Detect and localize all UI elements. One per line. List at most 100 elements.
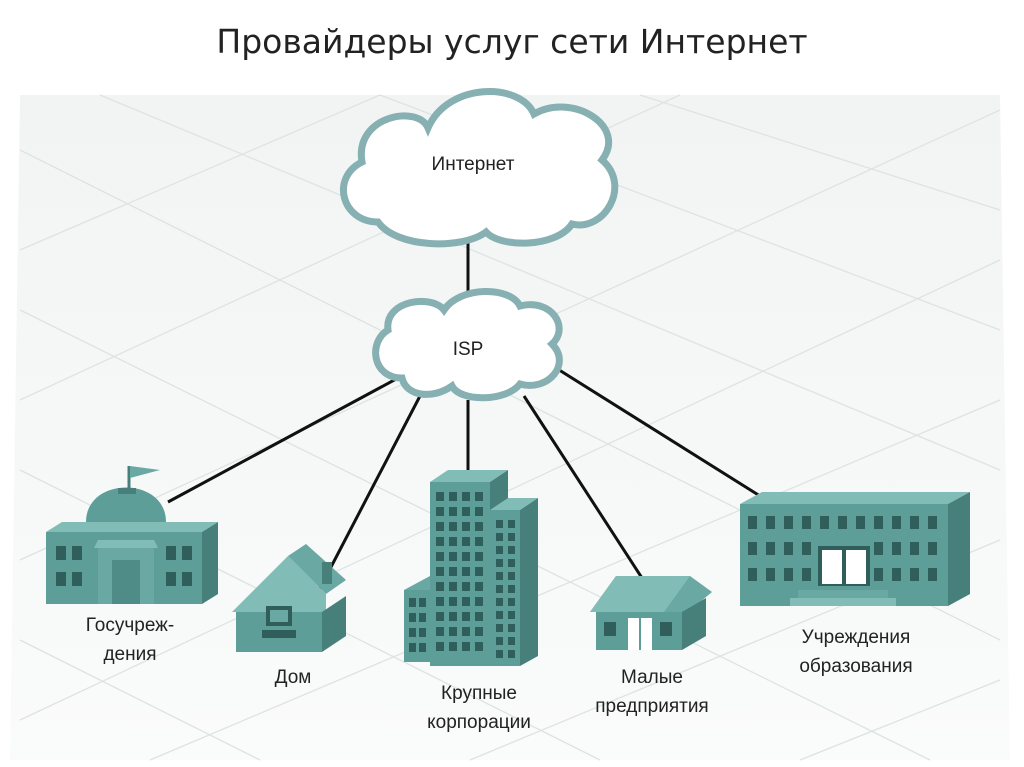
window xyxy=(496,650,503,658)
window xyxy=(748,568,757,581)
window xyxy=(856,516,865,529)
window xyxy=(449,507,457,516)
internet-cloud-label: Интернет xyxy=(431,154,515,175)
window xyxy=(910,568,919,581)
window xyxy=(409,643,416,652)
government-label: Госучреж- дения xyxy=(60,612,200,669)
window xyxy=(436,642,444,651)
government-label-line2: дения xyxy=(103,643,157,665)
link-isp-home xyxy=(316,395,422,593)
page-title: Провайдеры услуг сети Интернет xyxy=(216,22,808,61)
isp-cloud xyxy=(372,288,563,402)
window xyxy=(436,627,444,636)
window xyxy=(449,597,457,606)
corporations-label-line2: корпорации xyxy=(427,711,531,733)
window xyxy=(784,542,793,555)
window xyxy=(496,611,503,619)
window xyxy=(436,567,444,576)
window xyxy=(748,516,757,529)
window xyxy=(766,542,775,555)
link-isp-small-business xyxy=(522,395,644,579)
window xyxy=(508,650,515,658)
window xyxy=(928,568,937,581)
window xyxy=(910,542,919,555)
small-business-label-line2: предприятия xyxy=(595,695,709,717)
window xyxy=(436,552,444,561)
window xyxy=(892,568,901,581)
isp-cloud-label: ISP xyxy=(452,339,484,360)
window xyxy=(508,572,515,580)
window xyxy=(508,611,515,619)
window xyxy=(892,542,901,555)
window xyxy=(496,520,503,528)
small-business-icon xyxy=(590,576,712,650)
window xyxy=(462,612,470,621)
window xyxy=(436,507,444,516)
window xyxy=(838,516,847,529)
window xyxy=(475,582,483,591)
connections xyxy=(167,238,761,593)
window xyxy=(766,568,775,581)
home-label: Дом xyxy=(248,664,338,693)
window xyxy=(462,537,470,546)
window xyxy=(462,642,470,651)
window xyxy=(475,492,483,501)
window xyxy=(475,612,483,621)
home-icon xyxy=(232,544,346,652)
window xyxy=(508,559,515,567)
window xyxy=(475,642,483,651)
window xyxy=(475,507,483,516)
window xyxy=(766,516,775,529)
window xyxy=(462,507,470,516)
window xyxy=(409,613,416,622)
window xyxy=(419,628,426,637)
window xyxy=(449,627,457,636)
window xyxy=(409,598,416,607)
window xyxy=(475,567,483,576)
window xyxy=(496,598,503,606)
corporations-label-line1: Крупные xyxy=(441,683,517,704)
window xyxy=(449,567,457,576)
window xyxy=(508,520,515,528)
window xyxy=(928,516,937,529)
window xyxy=(436,492,444,501)
window xyxy=(462,597,470,606)
window xyxy=(419,643,426,652)
window xyxy=(475,552,483,561)
window xyxy=(449,522,457,531)
window xyxy=(508,598,515,606)
window xyxy=(748,542,757,555)
window xyxy=(496,546,503,554)
window xyxy=(436,597,444,606)
window xyxy=(475,627,483,636)
window xyxy=(508,637,515,645)
window xyxy=(784,516,793,529)
education-label-line2: образования xyxy=(799,655,913,677)
window xyxy=(419,613,426,622)
government-label-line1: Госучреж- xyxy=(85,615,175,636)
window xyxy=(892,516,901,529)
window xyxy=(436,537,444,546)
window xyxy=(475,522,483,531)
internet-cloud xyxy=(340,88,619,248)
window xyxy=(475,597,483,606)
window xyxy=(462,567,470,576)
window xyxy=(449,582,457,591)
window xyxy=(928,542,937,555)
home-label-line1: Дом xyxy=(274,667,312,688)
window xyxy=(874,542,883,555)
window xyxy=(874,516,883,529)
window xyxy=(449,612,457,621)
window xyxy=(462,582,470,591)
window xyxy=(508,533,515,541)
window xyxy=(508,585,515,593)
education-building-icon xyxy=(740,492,970,606)
window xyxy=(436,612,444,621)
education-label-line1: Учреждения xyxy=(801,627,911,648)
window xyxy=(496,559,503,567)
window xyxy=(419,598,426,607)
window xyxy=(462,627,470,636)
window xyxy=(802,516,811,529)
link-isp-education xyxy=(555,366,761,498)
